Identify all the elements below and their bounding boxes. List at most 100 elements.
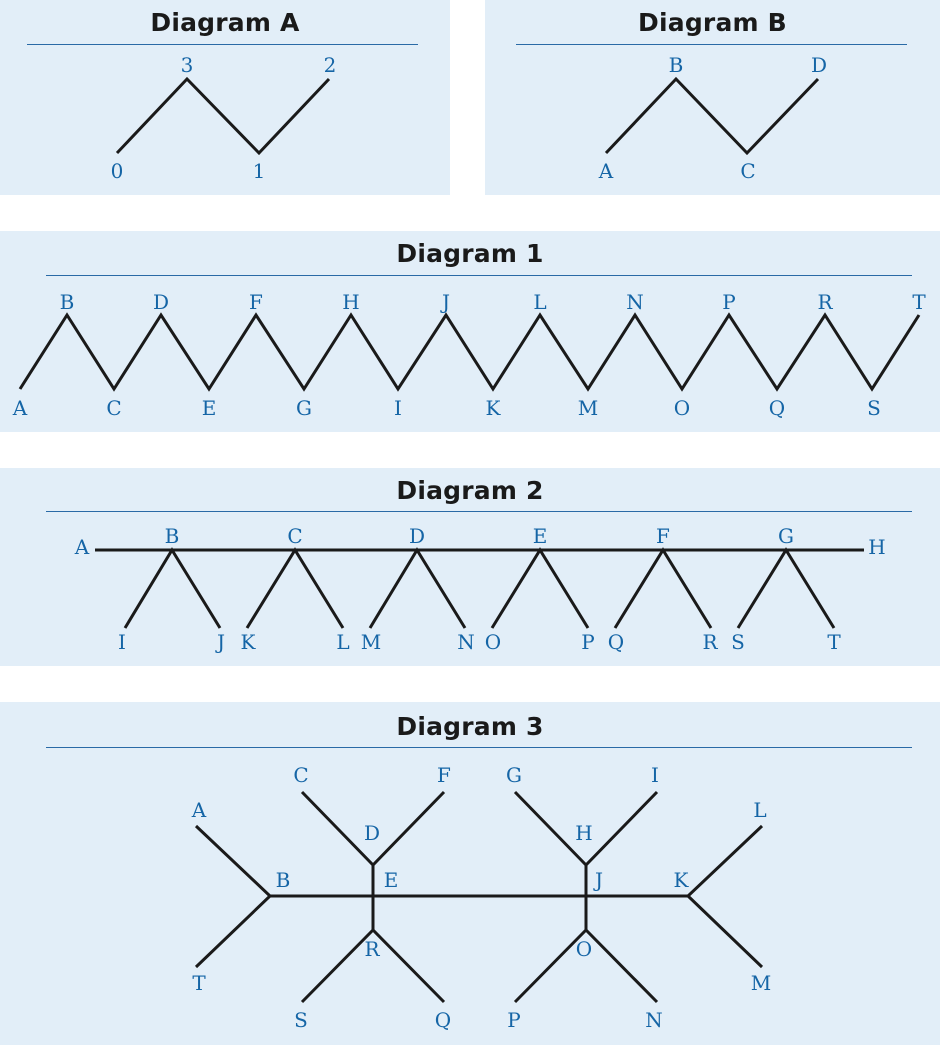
diagram-2-label-t: T xyxy=(827,630,841,654)
diagram-2-label-h: H xyxy=(868,535,885,559)
diagram-2-branch-f xyxy=(613,547,713,629)
diagram-2-label-d: D xyxy=(409,524,425,548)
diagram-3-label-o: O xyxy=(576,937,592,961)
diagram-b-zigzag xyxy=(604,76,820,156)
diagram-3-branch-p-o-n xyxy=(513,927,659,1004)
diagram-1-label-m: M xyxy=(578,396,598,420)
diagram-1-label-p: P xyxy=(722,290,735,314)
diagram-2-label-e: E xyxy=(533,524,548,548)
diagram-3-label-k: K xyxy=(674,868,690,892)
diagram-2-label-a: A xyxy=(74,535,90,559)
diagram-1-label-k: K xyxy=(486,396,502,420)
diagram-2-label-k: K xyxy=(241,630,257,654)
diagram-2-label-b: B xyxy=(165,524,180,548)
diagram-3-rule xyxy=(46,747,912,748)
diagram-3-label-t: T xyxy=(192,971,206,995)
diagram-1-figure: B D F H J L N P R T A C E G I K M O Q S xyxy=(12,290,927,420)
diagram-2-label-m: M xyxy=(361,630,381,654)
diagram-2-label-p: P xyxy=(581,630,594,654)
diagram-3-label-p: P xyxy=(507,1008,520,1032)
diagram-b-label-a: A xyxy=(598,159,614,183)
diagram-2-label-g: G xyxy=(778,524,794,548)
diagram-1-label-o: O xyxy=(674,396,690,420)
diagram-1-label-l: L xyxy=(533,290,546,314)
diagram-1-panel: Diagram 1 B D F H J L N P R T A C E G I … xyxy=(0,231,940,432)
diagram-1-rule xyxy=(46,275,912,276)
diagram-1-label-d: D xyxy=(153,290,169,314)
diagram-3-label-b: B xyxy=(276,868,291,892)
diagram-1-label-a: A xyxy=(12,396,28,420)
diagram-1-label-f: F xyxy=(249,290,263,314)
diagram-a-label-0: 0 xyxy=(111,159,124,183)
diagram-3-label-m: M xyxy=(751,971,771,995)
diagram-1-label-h: H xyxy=(342,290,359,314)
diagram-a-rule xyxy=(27,44,418,45)
diagram-2-label-r: R xyxy=(702,630,718,654)
diagram-3-branch-a-b-t xyxy=(194,824,273,969)
diagram-1-label-b: B xyxy=(60,290,75,314)
diagram-2-figure: A B C D E F G H I J K L M N O P Q R S T xyxy=(74,524,886,654)
diagram-b-label-c: C xyxy=(740,159,755,183)
diagram-2-label-s: S xyxy=(731,630,745,654)
diagram-1-zigzag xyxy=(18,312,921,392)
diagram-1-label-i: I xyxy=(394,396,402,420)
diagram-a-panel: Diagram A 3 2 0 1 xyxy=(0,0,450,195)
diagram-3-label-j: J xyxy=(593,868,603,892)
diagram-3-branch-s-r-q xyxy=(300,927,446,1004)
diagram-1-label-t: T xyxy=(912,290,926,314)
diagram-3-label-f: F xyxy=(437,763,451,787)
diagram-2-branch-d xyxy=(368,547,467,629)
diagram-3-title: Diagram 3 xyxy=(396,712,544,741)
diagram-a-label-2: 2 xyxy=(324,53,337,77)
diagram-3-label-h: H xyxy=(575,821,592,845)
diagram-b-label-d: D xyxy=(811,53,827,77)
diagram-3-label-d: D xyxy=(364,821,380,845)
diagram-2-label-j: J xyxy=(215,630,225,654)
diagram-3-label-c: C xyxy=(293,763,308,787)
diagram-3-label-s: S xyxy=(294,1008,308,1032)
diagram-2-label-c: C xyxy=(287,524,302,548)
diagram-a-figure: 3 2 0 1 xyxy=(111,53,337,183)
diagram-2-label-o: O xyxy=(485,630,501,654)
diagram-2-branch-c xyxy=(245,547,345,629)
diagram-1-label-g: G xyxy=(296,396,312,420)
diagram-3-label-i: I xyxy=(651,763,659,787)
diagram-a-label-3: 3 xyxy=(181,53,194,77)
diagram-b-rule xyxy=(516,44,907,45)
diagram-a-label-1: 1 xyxy=(253,159,266,183)
diagram-b-panel: Diagram B B D A C xyxy=(485,0,940,195)
diagram-2-branch-g xyxy=(736,547,836,629)
diagram-1-label-j: J xyxy=(440,290,450,314)
diagram-1-label-s: S xyxy=(867,396,881,420)
diagram-3-branch-l-k-m xyxy=(685,824,764,969)
diagram-3-figure: A B C D E F G H I J K L M N O P Q R S T xyxy=(191,763,771,1032)
diagram-2-rule xyxy=(46,511,912,512)
diagram-2-label-q: Q xyxy=(608,630,624,654)
diagram-3-label-e: E xyxy=(384,868,399,892)
diagram-3-label-q: Q xyxy=(435,1008,451,1032)
diagram-1-label-r: R xyxy=(817,290,833,314)
diagram-a-title: Diagram A xyxy=(150,8,300,37)
diagram-a-zigzag xyxy=(115,76,331,156)
diagram-1-label-c: C xyxy=(106,396,121,420)
diagram-3-label-a: A xyxy=(191,798,207,822)
diagram-b-label-b: B xyxy=(669,53,684,77)
diagram-1-label-e: E xyxy=(202,396,217,420)
diagram-3-label-r: R xyxy=(364,937,380,961)
diagram-3-label-l: L xyxy=(753,798,766,822)
diagram-2-panel: Diagram 2 A B C D E F G H I J K L M N O … xyxy=(0,468,940,666)
diagram-1-title: Diagram 1 xyxy=(396,239,544,268)
diagram-2-title: Diagram 2 xyxy=(396,476,544,505)
diagram-2-branch-e xyxy=(490,547,590,629)
diagram-2-label-l: L xyxy=(336,630,349,654)
diagram-2-branch-b xyxy=(123,547,222,629)
diagram-3-label-n: N xyxy=(645,1008,663,1032)
diagram-2-label-n: N xyxy=(457,630,475,654)
diagram-2-label-i: I xyxy=(118,630,126,654)
diagram-1-label-n: N xyxy=(626,290,644,314)
diagram-1-label-q: Q xyxy=(769,396,785,420)
diagram-b-figure: B D A C xyxy=(598,53,827,183)
diagram-b-title: Diagram B xyxy=(638,8,787,37)
diagram-3-label-g: G xyxy=(506,763,522,787)
diagram-3-panel: Diagram 3 A B C D E F G H I J K L M N O … xyxy=(0,702,940,1045)
